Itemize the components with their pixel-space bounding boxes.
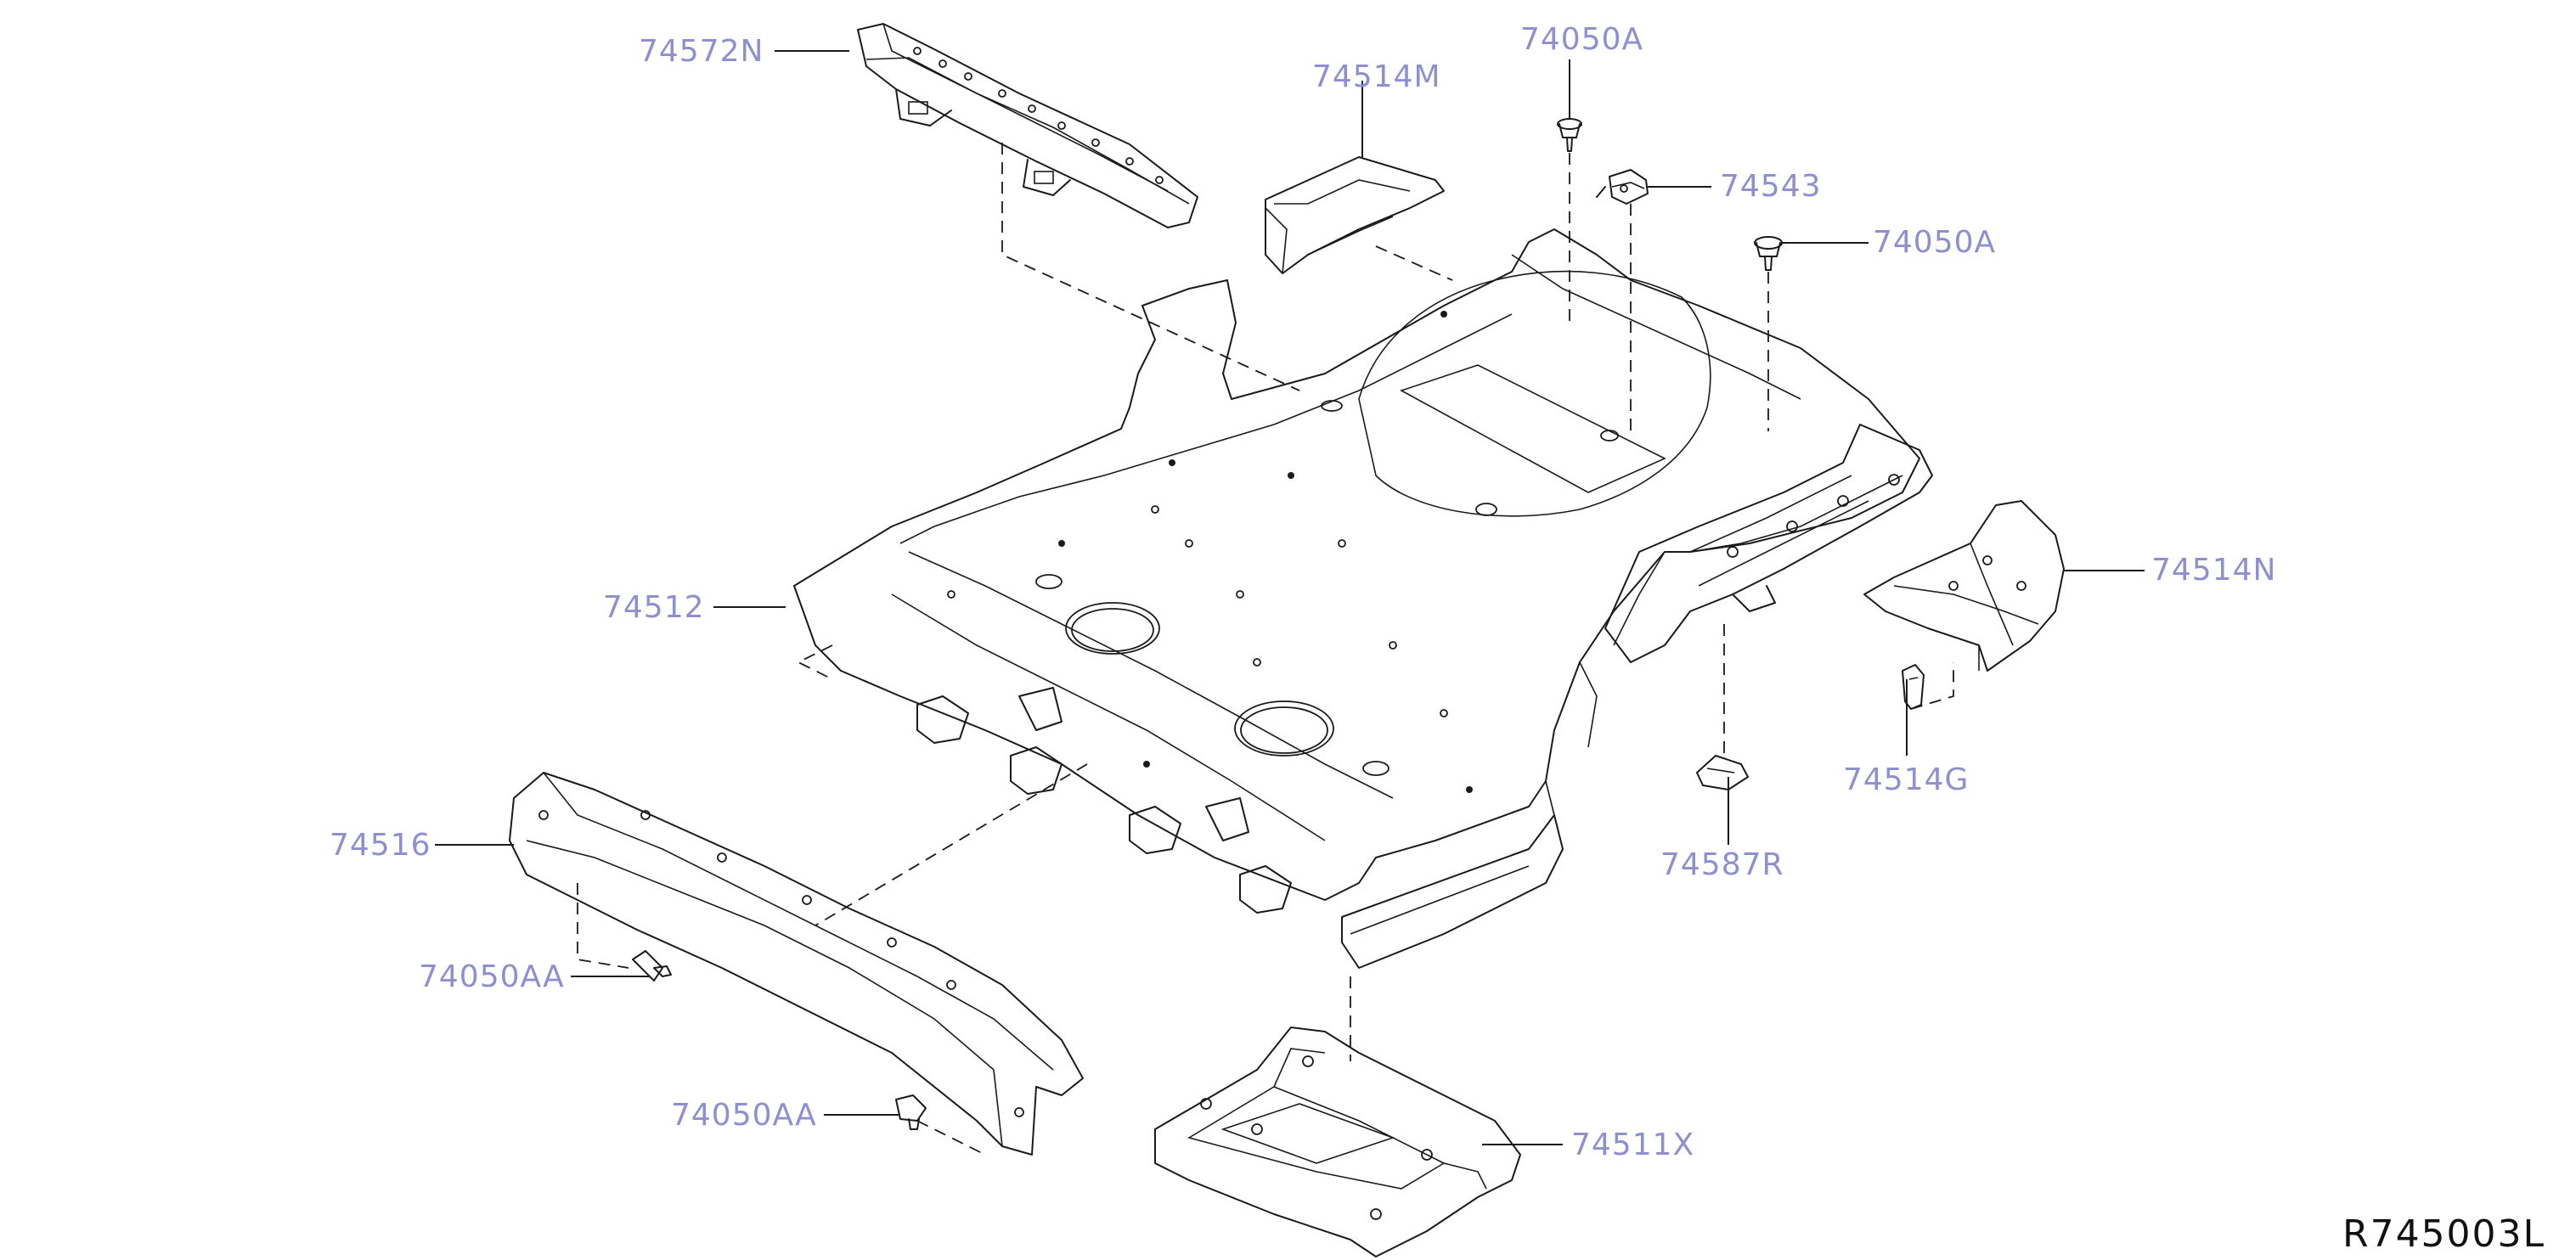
callout-74512: 74512	[603, 590, 705, 625]
callout-74511X: 74511X	[1571, 1128, 1694, 1162]
part-74050A-clip-right[interactable]	[1754, 236, 1783, 271]
part-74512-rear-floor[interactable]	[793, 228, 1933, 969]
part-74050AA-bolt-lower[interactable]	[895, 1094, 927, 1130]
part-74543-bracket[interactable]	[1596, 169, 1649, 205]
assembly-dashed-lines	[577, 143, 1954, 1156]
callout-74543: 74543	[1720, 169, 1822, 204]
leader-lines	[435, 50, 2145, 1145]
callout-74587R: 74587R	[1660, 847, 1784, 882]
part-74514N-bracket[interactable]	[1863, 500, 2065, 672]
part-74511X-panel[interactable]	[1154, 1027, 1521, 1257]
callout-74516: 74516	[330, 828, 431, 863]
diagram-code: R745003L	[2342, 1212, 2545, 1256]
callout-74050AA-upper: 74050AA	[419, 959, 565, 994]
callout-74514M: 74514M	[1312, 59, 1441, 94]
callout-74050AA-lower: 74050AA	[671, 1098, 817, 1133]
callout-74050A-top: 74050A	[1520, 22, 1643, 57]
part-74516-cross-member[interactable]	[509, 772, 1084, 1156]
part-74514G-bracket[interactable]	[1902, 664, 1925, 710]
part-74050AA-bolt-upper[interactable]	[632, 950, 672, 982]
part-74572N-cross-member[interactable]	[857, 23, 1198, 228]
callout-74514G: 74514G	[1843, 762, 1969, 797]
part-74050A-clip-top[interactable]	[1557, 118, 1582, 152]
part-74514M-bracket[interactable]	[1265, 156, 1445, 274]
callout-74572N: 74572N	[639, 34, 764, 69]
callout-74050A-right: 74050A	[1873, 225, 1996, 260]
part-74587R-pad[interactable]	[1696, 755, 1749, 790]
callout-74514N: 74514N	[2151, 553, 2276, 588]
